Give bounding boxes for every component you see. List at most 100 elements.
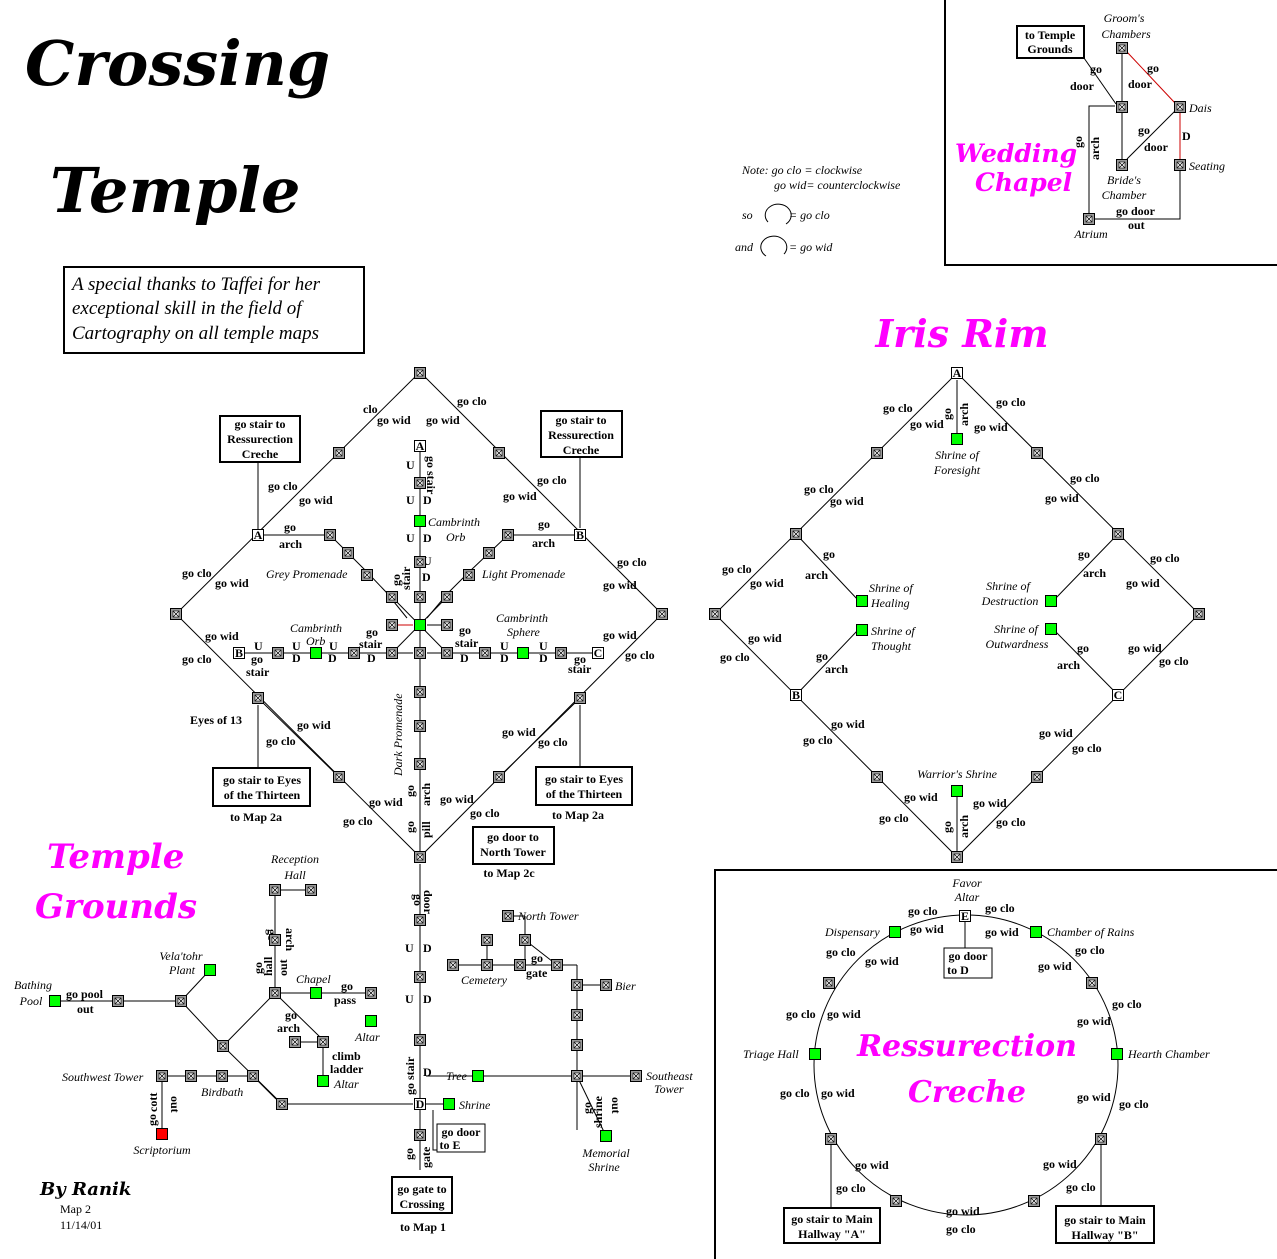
room-bathing-pool[interactable]: [49, 995, 61, 1007]
room-iris-ne2[interactable]: [1112, 528, 1124, 540]
room-bride[interactable]: [1116, 159, 1128, 171]
room-altar-1[interactable]: [365, 1015, 377, 1027]
room-shrine-destruction[interactable]: [1045, 595, 1057, 607]
room-creche-s2[interactable]: [1028, 1195, 1040, 1207]
room-hub-se[interactable]: [441, 647, 453, 659]
room-dark-3[interactable]: [414, 758, 426, 770]
room-velatohr[interactable]: [204, 964, 216, 976]
room-nw1[interactable]: [333, 447, 345, 459]
exit-gate-crossing[interactable]: [391, 1176, 453, 1214]
room-creche-sw[interactable]: [825, 1133, 837, 1145]
room-chamber-rains[interactable]: [1030, 926, 1042, 938]
room-tree[interactable]: [472, 1070, 484, 1082]
room-shrine[interactable]: [443, 1098, 455, 1110]
room-hub-sw[interactable]: [386, 647, 398, 659]
room-iris-s[interactable]: [951, 851, 963, 863]
room-bier[interactable]: [600, 979, 612, 991]
room-shrine-healing[interactable]: [856, 595, 868, 607]
room-scriptorium[interactable]: [156, 1128, 168, 1140]
room-memorial-shrine[interactable]: [600, 1130, 612, 1142]
room-dark-2[interactable]: [414, 720, 426, 732]
room-grey-1[interactable]: [324, 529, 336, 541]
room-iris-c[interactable]: C: [1112, 688, 1124, 702]
room-hub-ne[interactable]: [441, 591, 453, 603]
room-plant-junction[interactable]: [175, 995, 187, 1007]
room-light-2[interactable]: [483, 547, 495, 559]
room-atrium[interactable]: [1083, 213, 1095, 225]
exit-eyes-right[interactable]: [535, 766, 633, 806]
room-chapel-pass[interactable]: [365, 987, 377, 999]
room-iris-se[interactable]: [1031, 771, 1043, 783]
room-seating[interactable]: [1174, 159, 1186, 171]
room-sw-path[interactable]: [185, 1070, 197, 1082]
room-east-path-1[interactable]: [571, 1039, 583, 1051]
room-cemetery-1[interactable]: [447, 959, 459, 971]
room-cambrinth-sphere[interactable]: [517, 647, 529, 659]
room-north-tower-base[interactable]: [519, 934, 531, 946]
room-groom[interactable]: [1116, 42, 1128, 54]
room-favor-altar[interactable]: E: [959, 909, 971, 923]
grounds-exit-door-e[interactable]: [436, 1123, 486, 1153]
room-light-1[interactable]: [502, 529, 514, 541]
room-hub-n[interactable]: [414, 591, 426, 603]
room-ne1[interactable]: [493, 447, 505, 459]
room-east-c[interactable]: C: [592, 646, 604, 660]
room-east[interactable]: [656, 608, 668, 620]
room-reception-arch[interactable]: [269, 934, 281, 946]
room-west[interactable]: [170, 608, 182, 620]
room-west-b[interactable]: B: [233, 646, 245, 660]
room-reception-2[interactable]: [305, 884, 317, 896]
room-shrine-foresight[interactable]: [951, 433, 963, 445]
exit-north-tower[interactable]: [472, 826, 555, 865]
room-chapel-hall[interactable]: [269, 987, 281, 999]
room-east-path-2[interactable]: [571, 1009, 583, 1021]
room-center-1[interactable]: [414, 477, 426, 489]
room-shrine-thought[interactable]: [856, 624, 868, 636]
room-north-tower[interactable]: [502, 910, 514, 922]
room-grounds-gate[interactable]: [414, 1129, 426, 1141]
room-iris-nw1[interactable]: [871, 447, 883, 459]
room-cemetery-3[interactable]: [514, 959, 526, 971]
room-dispensary[interactable]: [889, 926, 901, 938]
room-ladder[interactable]: [317, 1036, 329, 1048]
room-east-row-1[interactable]: [479, 647, 491, 659]
room-temple-b[interactable]: B: [574, 528, 586, 542]
room-iris-sw[interactable]: [871, 771, 883, 783]
room-sw-tower[interactable]: [156, 1070, 168, 1082]
wedding-exit-grounds[interactable]: [1016, 25, 1085, 59]
room-grounds-d[interactable]: D: [414, 1097, 426, 1111]
room-west-row-2[interactable]: [348, 647, 360, 659]
room-birdbath[interactable]: [216, 1070, 228, 1082]
room-temple-a-stair[interactable]: A: [414, 439, 426, 453]
room-dark-1[interactable]: [414, 686, 426, 698]
room-se-inner[interactable]: [493, 771, 505, 783]
room-east-row-2[interactable]: [555, 647, 567, 659]
room-temple-a[interactable]: A: [252, 528, 264, 542]
room-grounds-west[interactable]: [217, 1040, 229, 1052]
room-west-row-1[interactable]: [272, 647, 284, 659]
room-grounds-1[interactable]: [414, 914, 426, 926]
room-se-tower[interactable]: [630, 1070, 642, 1082]
room-chapel-arch[interactable]: [289, 1036, 301, 1048]
room-east-path-3[interactable]: [571, 979, 583, 991]
room-eyes-left[interactable]: [252, 692, 264, 704]
room-center-2[interactable]: [414, 556, 426, 568]
room-hub-center[interactable]: [414, 619, 426, 631]
room-triage[interactable]: [809, 1048, 821, 1060]
exit-res-creche-left[interactable]: [219, 415, 301, 463]
room-hearth[interactable]: [1111, 1048, 1123, 1060]
creche-exit-main-a[interactable]: [783, 1207, 881, 1244]
room-temple-bottom[interactable]: [414, 851, 426, 863]
room-grounds-sw[interactable]: [276, 1098, 288, 1110]
room-grey-2[interactable]: [342, 547, 354, 559]
exit-eyes-left[interactable]: [212, 767, 311, 807]
room-pool-path[interactable]: [112, 995, 124, 1007]
creche-exit-door-d[interactable]: [943, 947, 993, 979]
room-shrine-outwardness[interactable]: [1045, 623, 1057, 635]
room-wedding-hub[interactable]: [1116, 101, 1128, 113]
room-birdbath-2[interactable]: [247, 1070, 259, 1082]
room-sw-inner[interactable]: [333, 771, 345, 783]
room-hub-w[interactable]: [386, 619, 398, 631]
room-hub-nw[interactable]: [386, 591, 398, 603]
creche-exit-main-b[interactable]: [1055, 1205, 1155, 1244]
